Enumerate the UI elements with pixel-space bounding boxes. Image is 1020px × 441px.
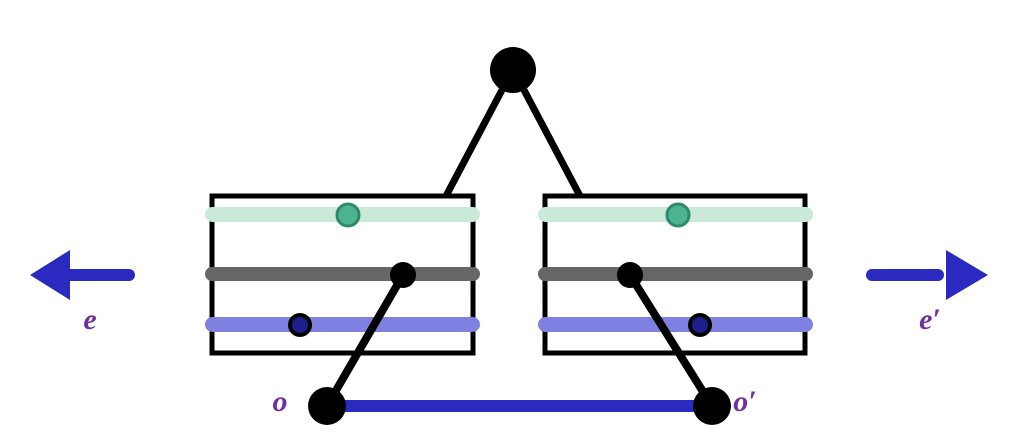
edge-left-box-to-observer-left bbox=[323, 272, 407, 409]
right-arrow-head-icon bbox=[946, 250, 988, 300]
edge-source-to-right-box bbox=[520, 88, 584, 198]
right-direction-arrow[interactable] bbox=[866, 250, 988, 300]
left-arrow-shaft bbox=[57, 269, 135, 281]
observer-edges-group bbox=[323, 272, 716, 409]
band-gray-left bbox=[205, 267, 480, 281]
observer-label-right: o′ bbox=[733, 385, 756, 418]
source-node[interactable] bbox=[490, 47, 536, 93]
observer-node-left[interactable] bbox=[308, 387, 346, 425]
left-direction-arrow[interactable] bbox=[30, 250, 135, 300]
observer-label-left: o bbox=[273, 385, 288, 418]
source-edges-group bbox=[442, 88, 584, 198]
band-periwinkle-right bbox=[538, 317, 813, 332]
right-arrow-label: e′ bbox=[919, 303, 941, 336]
outcome-dot-black-right[interactable] bbox=[617, 262, 643, 288]
outcome-dot-black-left[interactable] bbox=[390, 262, 416, 288]
outcome-dot-green-right[interactable] bbox=[665, 202, 691, 228]
left-arrow-label: e bbox=[83, 303, 96, 336]
band-gray-right bbox=[538, 267, 813, 281]
edge-source-to-left-box bbox=[442, 88, 506, 198]
observer-connector-bar bbox=[340, 400, 700, 412]
band-periwinkle-left bbox=[205, 317, 480, 332]
observer-node-right[interactable] bbox=[693, 387, 731, 425]
outcome-dot-navy-left[interactable] bbox=[288, 313, 312, 337]
left-arrow-head-icon bbox=[30, 250, 70, 300]
band-markers-group bbox=[288, 202, 712, 337]
edge-right-box-to-observer-right bbox=[626, 272, 716, 409]
right-arrow-shaft bbox=[866, 269, 944, 281]
outcome-dot-green-left[interactable] bbox=[335, 202, 361, 228]
outcome-dot-navy-right[interactable] bbox=[688, 313, 712, 337]
